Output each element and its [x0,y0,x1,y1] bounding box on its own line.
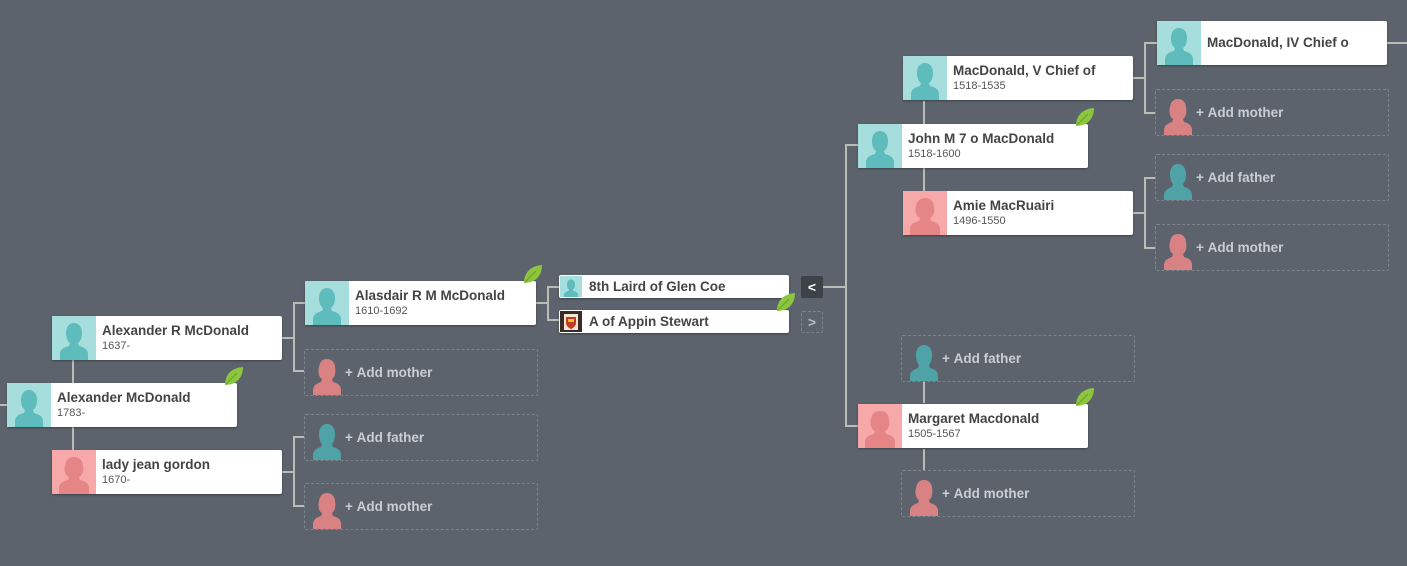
person-name: lady jean gordon [102,457,211,472]
person-dates: 1496-1550 [953,215,1006,227]
collapse-button[interactable]: < [801,276,823,298]
person-card-macdonald-iv-chief[interactable]: MacDonald, IV Chief o [1157,21,1387,65]
person-card-macdonald-v-chief[interactable]: MacDonald, V Chief of 1518-1535 [903,56,1133,100]
person-name: Alexander McDonald [57,390,191,405]
female-silhouette-icon [1160,226,1196,270]
male-silhouette-icon [858,124,902,168]
add-father-label: Add father [953,351,1022,366]
person-card-john-m-7-o-macdonald[interactable]: John M 7 o MacDonald 1518-1600 [858,124,1088,168]
female-silhouette-icon [52,450,96,494]
female-silhouette-icon [1160,91,1196,135]
person-dates: 1670- [102,474,131,486]
coat-of-arms-icon [560,311,582,332]
person-dates: 1637- [102,340,131,352]
leaf-hint-icon[interactable] [1073,105,1097,129]
plus-icon: + [345,430,357,445]
person-dates: 1518-1535 [953,80,1006,92]
leaf-hint-icon[interactable] [1073,385,1097,409]
add-mother-button[interactable]: + Add mother [304,349,538,396]
person-name: 8th Laird of Glen Coe [589,279,726,294]
plus-icon: + [942,486,954,501]
male-silhouette-icon [309,416,345,460]
male-silhouette-icon [560,276,582,297]
add-father-button[interactable]: + Add father [304,414,538,461]
chevron-left-icon: < [807,279,817,295]
leaf-hint-icon[interactable] [222,364,246,388]
add-mother-button[interactable]: + Add mother [901,470,1135,517]
person-card-lady-jean-gordon[interactable]: lady jean gordon 1670- [52,450,282,494]
plus-icon: + [345,365,357,380]
female-silhouette-icon [906,472,942,516]
plus-icon: + [1196,105,1208,120]
leaf-hint-icon[interactable] [521,262,545,286]
person-name: Alasdair R M McDonald [355,288,506,303]
person-dates: 1783- [57,407,86,419]
add-mother-button[interactable]: + Add mother [1155,224,1389,271]
person-name: Amie MacRuairi [953,198,1055,213]
person-name: MacDonald, V Chief of [953,63,1096,78]
person-card-margaret-macdonald[interactable]: Margaret Macdonald 1505-1567 [858,404,1088,448]
plus-icon: + [942,351,954,366]
person-name: Alexander R McDonald [102,323,250,338]
male-silhouette-icon [906,337,942,381]
female-silhouette-icon [903,191,947,235]
person-name: John M 7 o MacDonald [908,131,1055,146]
person-card-alexander-r-mcdonald[interactable]: Alexander R McDonald 1637- [52,316,282,360]
male-silhouette-icon [52,316,96,360]
female-silhouette-icon [309,485,345,529]
male-silhouette-icon [1157,21,1201,65]
expand-button[interactable]: > [801,311,823,333]
leaf-hint-icon[interactable] [774,290,798,314]
add-mother-label: Add mother [356,365,433,380]
person-card-a-of-appin-stewart[interactable]: A of Appin Stewart [559,310,789,333]
add-mother-button[interactable]: + Add mother [1155,89,1389,136]
person-name: Margaret Macdonald [908,411,1040,426]
add-mother-label: Add mother [1207,105,1284,120]
person-name: A of Appin Stewart [589,314,709,329]
person-card-alasdair-r-m-mcdonald[interactable]: Alasdair R M McDonald 1610-1692 [305,281,536,325]
plus-icon: + [1196,240,1208,255]
person-dates: 1610-1692 [355,305,408,317]
add-mother-label: Add mother [356,499,433,514]
male-silhouette-icon [305,281,349,325]
female-silhouette-icon [309,351,345,395]
female-silhouette-icon [858,404,902,448]
male-silhouette-icon [1160,156,1196,200]
person-card-alexander-mcdonald[interactable]: Alexander McDonald 1783- [7,383,237,427]
male-silhouette-icon [7,383,51,427]
add-father-button[interactable]: + Add father [1155,154,1389,201]
person-dates: 1505-1567 [908,428,961,440]
add-father-label: Add father [1207,170,1276,185]
add-mother-button[interactable]: + Add mother [304,483,538,530]
person-card-8th-laird-of-glen-coe[interactable]: 8th Laird of Glen Coe [559,275,789,298]
plus-icon: + [345,499,357,514]
person-name: MacDonald, IV Chief o [1207,35,1349,50]
add-father-button[interactable]: + Add father [901,335,1135,382]
add-mother-label: Add mother [1207,240,1284,255]
chevron-right-icon: > [807,314,817,330]
male-silhouette-icon [903,56,947,100]
add-mother-label: Add mother [953,486,1030,501]
plus-icon: + [1196,170,1208,185]
add-father-label: Add father [356,430,425,445]
person-dates: 1518-1600 [908,148,961,160]
person-card-amie-macruairi[interactable]: Amie MacRuairi 1496-1550 [903,191,1133,235]
